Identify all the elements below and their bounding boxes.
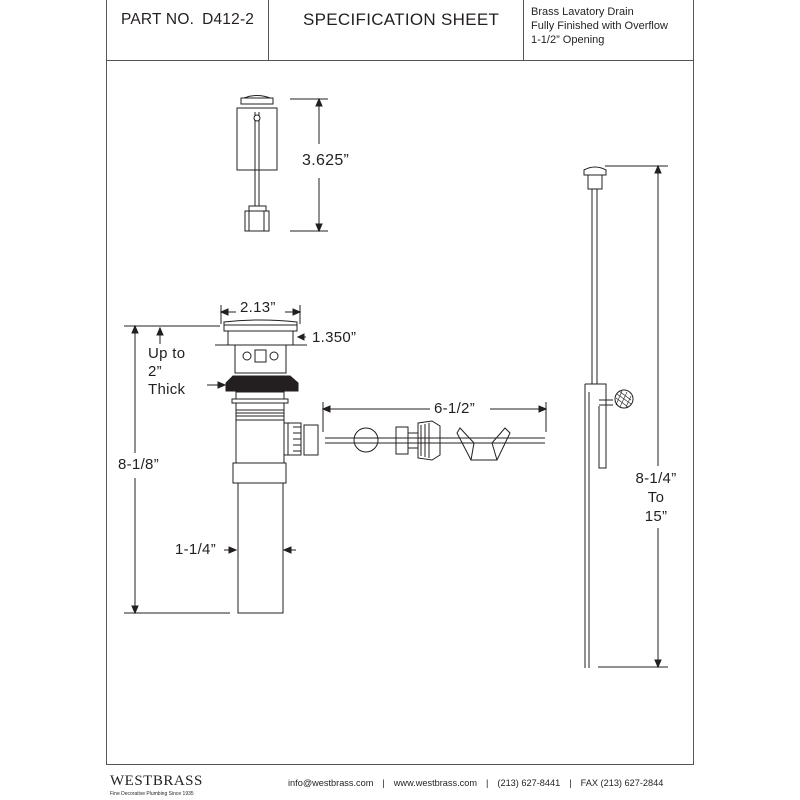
counter-thickness-line-2: 2” xyxy=(148,363,162,380)
overall-length-label: 8-1/8” xyxy=(118,456,159,473)
sheet-title: SPECIFICATION SHEET xyxy=(303,10,500,29)
contact-info: info@westbrass.com | www.westbrass.com | (21… xyxy=(288,778,663,788)
lift-rod-dimension-lines xyxy=(598,164,668,669)
stopper-height-label: 3.625” xyxy=(302,152,350,169)
contact-website[interactable]: www.westbrass.com xyxy=(393,778,478,788)
pivot-rod-length-label: 6-1/2” xyxy=(434,400,475,417)
flange-dimension-lines xyxy=(219,305,306,341)
tailpiece-diameter-label: 1-1/4” xyxy=(175,541,216,558)
contact-phone: (213) 627-8441 xyxy=(497,778,561,788)
sheet-frame xyxy=(106,0,694,765)
description-cell: Brass Lavatory Drain Fully Finished with… xyxy=(524,0,694,60)
tailpiece-dimension-lines xyxy=(224,546,296,554)
lift-rod-length-line-1: 8-1/4” xyxy=(635,470,677,487)
description-line-1: Brass Lavatory Drain xyxy=(531,6,634,18)
lift-rod-length-line-3: 15” xyxy=(644,508,668,525)
counter-thickness-line-3: Thick xyxy=(148,381,186,398)
description-line-3: 1-1/2” Opening xyxy=(531,34,605,46)
part-number: PART NO. D412-2 xyxy=(121,11,254,29)
part-label: PART NO. xyxy=(121,11,195,28)
lift-rod-assembly xyxy=(583,166,634,668)
thickness-dimension-lines xyxy=(156,326,227,389)
stopper-drawing xyxy=(236,95,278,232)
separator: | xyxy=(569,778,572,788)
counter-thickness-label: Up to 2” Thick xyxy=(148,345,185,399)
counter-thickness-line-1: Up to xyxy=(148,345,186,362)
lift-rod-length-label: 8-1/4” To 15” xyxy=(626,469,686,526)
pivot-rod-assembly xyxy=(303,420,545,461)
part-number-cell: PART NO. D412-2 xyxy=(106,0,269,60)
separator: | xyxy=(486,778,489,788)
part-number-value: D412-2 xyxy=(202,11,255,28)
description-line-2: Fully Finished with Overflow xyxy=(531,20,668,32)
pivot-rod-dimension-lines xyxy=(321,402,548,432)
header: PART NO. D412-2 SPECIFICATION SHEET Brass… xyxy=(106,0,694,61)
flange-diameter-label: 2.13” xyxy=(240,299,276,316)
stopper-dimension-lines xyxy=(290,97,328,233)
brand-name: WESTBRASS xyxy=(110,773,203,789)
flange-height-label: 1.350” xyxy=(312,329,357,346)
contact-email[interactable]: info@westbrass.com xyxy=(288,778,374,788)
contact-fax: FAX (213) 627-2844 xyxy=(580,778,664,788)
separator: | xyxy=(382,778,385,788)
drain-body xyxy=(215,319,307,614)
overall-length-dimension-lines xyxy=(124,324,230,615)
brand-tagline: Fine Decorative Plumbing Since 1935 xyxy=(110,791,194,797)
lift-rod-length-line-2: To xyxy=(647,489,665,506)
brand-logo: WESTBRASS Fine Decorative Plumbing Since… xyxy=(110,773,203,797)
title-cell: SPECIFICATION SHEET xyxy=(269,0,524,60)
